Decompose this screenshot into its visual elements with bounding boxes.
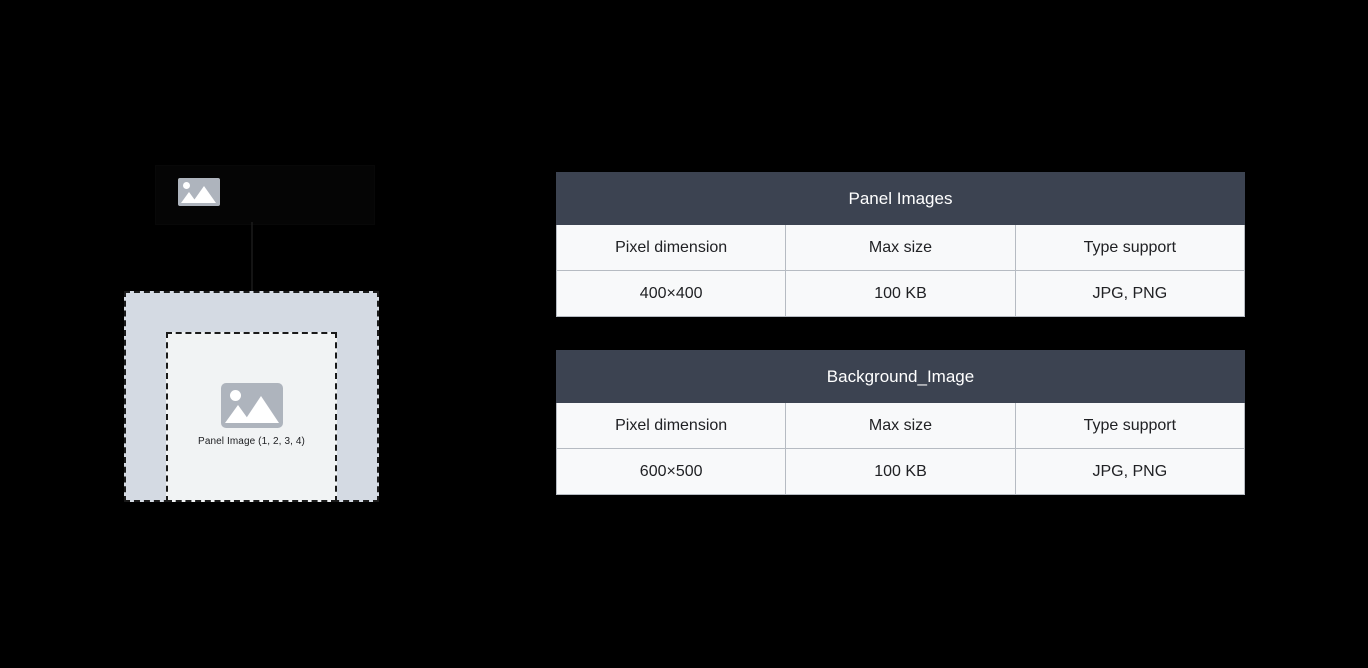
- cell-max-size: 100 KB: [785, 448, 1016, 495]
- table-title: Panel Images: [556, 172, 1245, 225]
- image-icon-peak-large: [192, 186, 216, 203]
- panel-image-placement-diagram: Panel Image (1, 2, 3, 4): [0, 0, 520, 668]
- image-icon-peak-large: [243, 396, 279, 423]
- image-icon-sun: [230, 390, 241, 401]
- cell-type-support: JPG, PNG: [1014, 270, 1246, 317]
- table-title: Background_Image: [556, 350, 1245, 403]
- table-row: 400×400 100 KB JPG, PNG: [555, 270, 1246, 317]
- image-icon-peak-small: [181, 192, 197, 203]
- image-icon-sun: [183, 182, 190, 189]
- column-header-type-support: Type support: [1014, 224, 1246, 271]
- column-header-max-size: Max size: [785, 402, 1016, 449]
- cell-pixel-dimension: 400×400: [555, 270, 787, 317]
- table-row: 600×500 100 KB JPG, PNG: [555, 448, 1246, 495]
- cell-pixel-dimension: 600×500: [555, 448, 787, 495]
- panel-image-placeholder-icon: [221, 383, 283, 428]
- cell-type-support: JPG, PNG: [1014, 448, 1246, 495]
- cell-max-size: 100 KB: [785, 270, 1016, 317]
- table-title-row: Panel Images: [556, 172, 1245, 225]
- column-header-type-support: Type support: [1014, 402, 1246, 449]
- source-image-placeholder-icon: [178, 178, 220, 206]
- background-image-spec-table: Background_Image Pixel dimension Max siz…: [555, 350, 1246, 495]
- panel-images-spec-table: Panel Images Pixel dimension Max size Ty…: [555, 172, 1246, 317]
- table-header-row: Pixel dimension Max size Type support: [555, 224, 1246, 271]
- column-header-pixel-dimension: Pixel dimension: [555, 402, 787, 449]
- table-header-row: Pixel dimension Max size Type support: [555, 402, 1246, 449]
- column-header-max-size: Max size: [785, 224, 1016, 271]
- panel-image-caption: Panel Image (1, 2, 3, 4): [198, 436, 305, 447]
- table-title-row: Background_Image: [556, 350, 1245, 403]
- column-header-pixel-dimension: Pixel dimension: [555, 224, 787, 271]
